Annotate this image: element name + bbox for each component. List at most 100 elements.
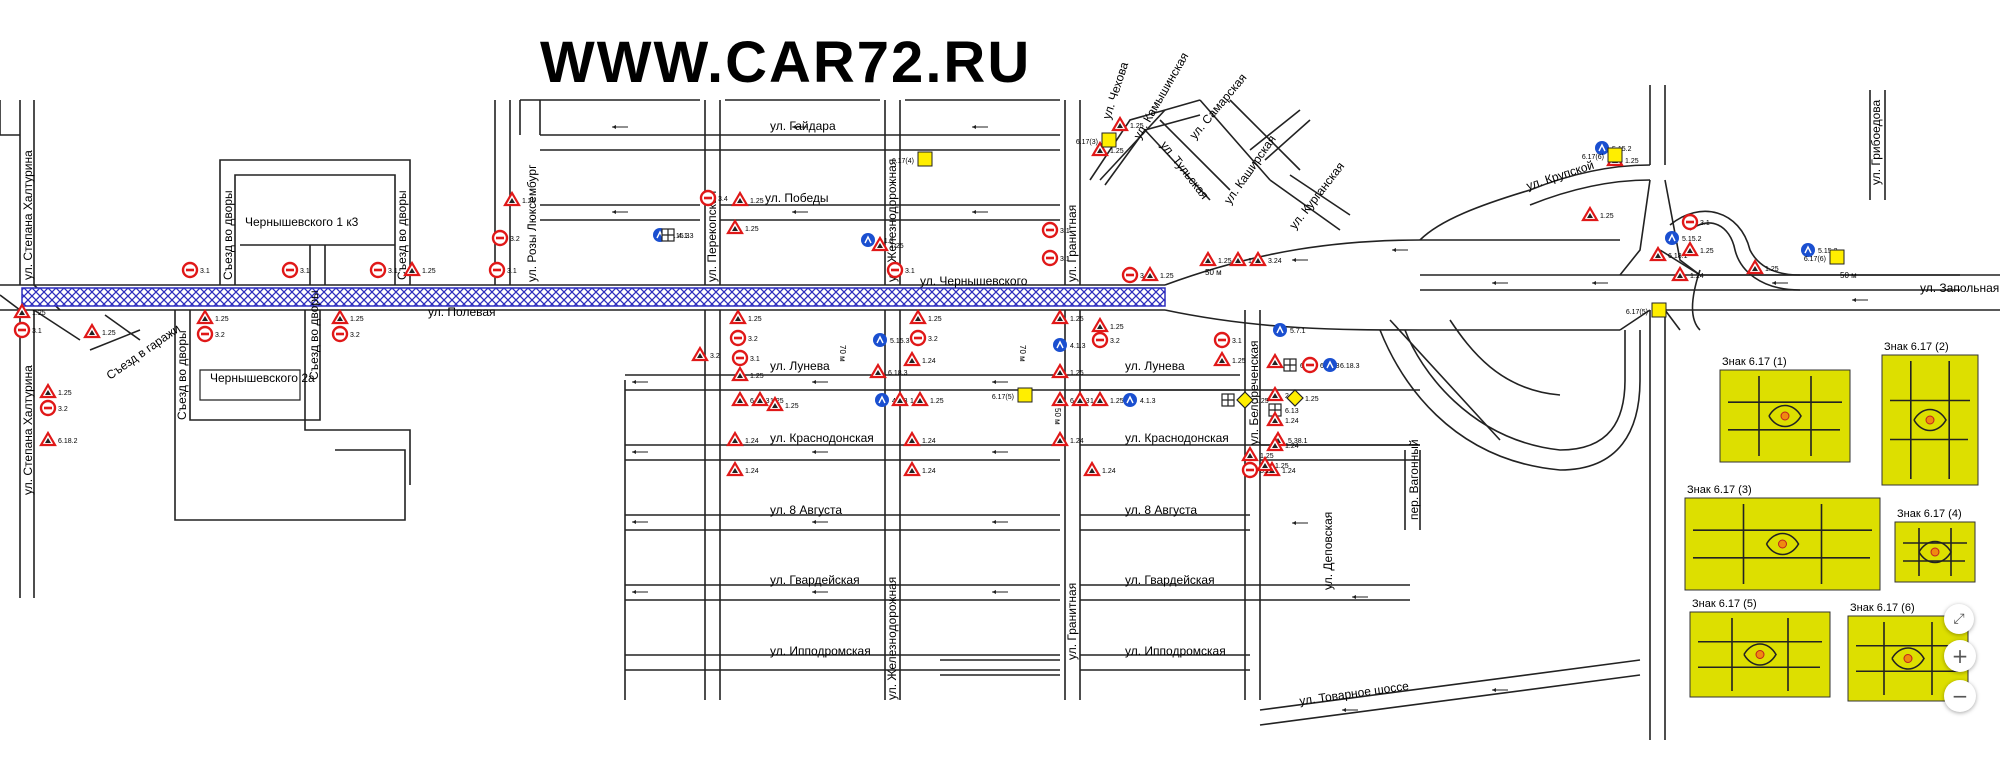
zoom-in-button[interactable]: + xyxy=(1944,640,1976,672)
street-zhd-1: ул. Железнодорожная xyxy=(885,159,899,282)
road-sign: 1.25 xyxy=(731,190,764,207)
sign-code: 1.25 xyxy=(1160,273,1174,280)
sign-code: 3.1 xyxy=(750,356,760,363)
street-ippodromskaya-2: ул. Ипподромская xyxy=(1125,644,1226,658)
sign-code: 3.1 xyxy=(300,268,310,275)
road-sign: 3.2 xyxy=(691,345,720,362)
road-sign: 3.1 xyxy=(369,261,398,279)
sign-code: 6.17(5) xyxy=(992,394,1014,401)
street-luneva-1: ул. Лунева xyxy=(770,359,830,373)
road-sign: 3.1 xyxy=(1041,249,1070,267)
road-sign: 3.1 xyxy=(1041,221,1070,239)
road-sign: 6.18.1 xyxy=(1649,245,1688,262)
street-tulskaya: ул. Тульская xyxy=(1158,138,1212,202)
road-sign: 1.25 xyxy=(871,235,904,252)
road-sign: 5.15.2 xyxy=(1801,243,1838,257)
sign-code: 1.25 xyxy=(350,316,364,323)
sign-code: 4.1.3 xyxy=(1070,343,1086,350)
road-sign: 1.25 xyxy=(1051,362,1084,379)
sign-code: 1.25 xyxy=(1218,258,1232,265)
road-sign: 3.1 xyxy=(488,261,517,279)
sign-code: 1.24 xyxy=(1282,468,1296,475)
inset-panel[interactable]: Знак 6.17 (4) xyxy=(1894,508,1976,583)
sign-code: 5.15.2 xyxy=(1818,248,1838,255)
road-sign: 1.25 xyxy=(331,308,364,325)
sign-code: 1.25 xyxy=(745,226,759,233)
street-pobedy: ул. Победы xyxy=(765,191,828,205)
closure-zone xyxy=(21,287,1166,307)
road-sign: 1.24 xyxy=(1671,265,1704,282)
sign-code: 3.1 xyxy=(200,268,210,275)
sign-code: 1.25 xyxy=(1110,324,1124,331)
road-sign: 1.25 xyxy=(731,365,764,382)
road-sign: 3.1 xyxy=(181,261,210,279)
sign-code: 1.25 xyxy=(1110,148,1124,155)
inset-title: Знак 6.17 (1) xyxy=(1722,356,1787,368)
sign-code: 1.25 xyxy=(215,316,229,323)
road-sign: 4.1.3 xyxy=(1123,393,1156,407)
street-granitnaya-2: ул. Гранитная xyxy=(1065,583,1079,660)
road-sign: 1.25 xyxy=(1111,115,1144,132)
inset-panel[interactable]: Знак 6.17 (3) xyxy=(1684,484,1881,591)
sign-code: 5.7.1 xyxy=(1290,328,1306,335)
road-sign: 4.1.3 xyxy=(1053,338,1086,352)
sign-code: 5.38.1 xyxy=(1288,438,1308,445)
place-dvor-3: Съезд во дворы xyxy=(175,330,189,420)
road-sign: 1.25 xyxy=(726,218,759,235)
inset-panel[interactable]: Знак 6.17 (5) xyxy=(1689,598,1831,698)
inset-panel[interactable]: Знак 6.17 (2) xyxy=(1881,341,1979,486)
sign-code: 1.25 xyxy=(422,268,436,275)
sign-code: 3.2 xyxy=(1260,468,1270,475)
road-sign: 1.25 xyxy=(1051,308,1084,325)
zoom-out-button[interactable]: − xyxy=(1944,680,1976,712)
sign-code: 1.25 xyxy=(1275,463,1289,470)
road-sign: 1.25 xyxy=(1141,265,1174,282)
sign-code: 5.15.2 xyxy=(1682,236,1702,243)
road-sign: 5.7.1 xyxy=(1273,323,1306,337)
road-sign: 4.1.3 xyxy=(861,233,894,247)
road-sign: 3.1 xyxy=(1213,331,1242,349)
sign-code: 3.2 xyxy=(510,236,520,243)
road-sign: 3.2 xyxy=(1091,331,1120,349)
sign-code: 1.25 xyxy=(1130,123,1144,130)
street-perekopskaya: ул. Перекопская xyxy=(705,191,719,282)
sign-code: 1.25 xyxy=(930,398,944,405)
distance-50m-1: 50 м xyxy=(1205,268,1222,277)
sign-code: 3.1 xyxy=(32,328,42,335)
sign-code: 1.24 xyxy=(745,438,759,445)
distance-50m-3: 50 м xyxy=(1053,408,1062,425)
traffic-arrows xyxy=(611,124,1869,713)
sign-code: 1.25 xyxy=(928,316,942,323)
watermark: WWW.CAR72.RU xyxy=(540,30,1031,95)
distance-70m-2: 70 м xyxy=(1018,345,1027,362)
sign-6-17-marker: 6.17(5) xyxy=(992,387,1033,403)
sign-code: 1.24 xyxy=(1285,443,1299,450)
street-avgusta-1: ул. 8 Августа xyxy=(770,503,842,517)
street-belorechenskaya: ул. Белореченская xyxy=(1247,340,1261,445)
street-krasnodonskaya-2: ул. Краснодонская xyxy=(1125,431,1229,445)
street-zapolnaya: ул. Запольная xyxy=(1920,281,1999,295)
sign-code: 3.1 xyxy=(1060,256,1070,263)
sign-code: 3.1 xyxy=(388,268,398,275)
inset-title: Знак 6.17 (4) xyxy=(1897,508,1962,520)
road-sign: 1.25 xyxy=(1236,391,1269,409)
road-sign: 3.2 xyxy=(196,325,225,343)
sign-code: 4.1.3 xyxy=(678,233,694,240)
road-sign: 1.25 xyxy=(1286,389,1319,407)
road-network xyxy=(0,85,2000,740)
sign-code: 1.24 xyxy=(922,468,936,475)
inset-title: Знак 6.17 (5) xyxy=(1692,598,1757,610)
road-sign: 1.25 xyxy=(403,260,436,277)
road-sign: 1.25 xyxy=(766,395,799,412)
road-sign: 5.15.2 xyxy=(1665,231,1702,245)
distance-labels: 50 м 50 м 70 м 70 м 50 м xyxy=(838,268,1857,425)
street-chernyshevskogo: ул. Чернышевского xyxy=(920,274,1028,288)
street-chekhova: ул. Чехова xyxy=(1100,60,1132,121)
road-sign: 1.25 xyxy=(909,308,942,325)
sign-6-17-marker: 6.17(6) xyxy=(1804,249,1845,265)
inset-panel[interactable]: Знак 6.17 (1) xyxy=(1719,356,1851,463)
sign-code: 1.25 xyxy=(1260,453,1274,460)
fullscreen-button[interactable]: ⤢ xyxy=(1944,604,1974,634)
road-sign: 3.1 xyxy=(1681,213,1710,231)
